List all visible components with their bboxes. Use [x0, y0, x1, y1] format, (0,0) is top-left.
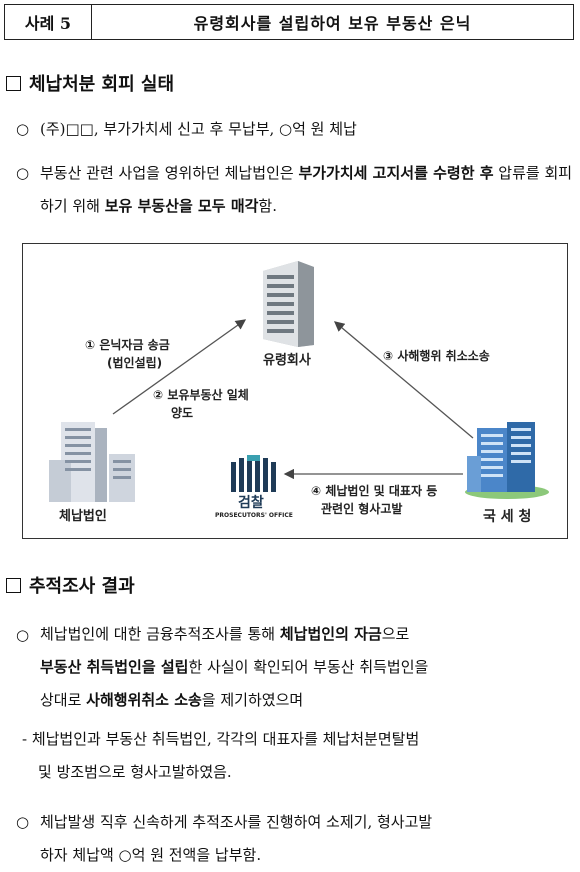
step1-sub-label: (법인설립) [107, 356, 163, 370]
circle-bullet-icon: ○ [16, 164, 30, 182]
case-header: 사례 5 유령회사를 설립하여 보유 부동산 은닉 [4, 4, 574, 40]
circle-bullet-icon: ○ [16, 813, 30, 831]
result-item-1: 체납법인에 대한 금융추적조사를 통해 체납법인의 자금으로 부동산 취득법인을… [40, 625, 429, 709]
step4-sub-label: 관련인 형사고발 [321, 502, 403, 516]
delinquent-corp-label: 체납법인 [59, 509, 107, 524]
nts-label: 국 세 청 [483, 509, 532, 525]
step2-label: ② 보유부동산 일체 [153, 388, 249, 402]
result-item-2: 체납발생 직후 신속하게 추적조사를 진행하여 소제기, 형사고발 하자 체납액… [40, 813, 433, 864]
prosecution-logo-icon [231, 455, 276, 492]
square-bullet-icon [6, 76, 21, 91]
scheme-diagram: 유령회사 ① 은닉자금 송금 (법인설립) ② 보유부동산 일체 양도 ③ 사해… [22, 243, 568, 539]
step2-sub-label: 양도 [171, 406, 194, 420]
section-heading-results: 추적조사 결과 [6, 572, 135, 598]
circle-bullet-icon: ○ [16, 626, 30, 644]
arrow-to-ghost-company [112, 319, 247, 415]
diagram-arrows [112, 319, 474, 480]
section-heading-evasion: 체납처분 회피 실태 [6, 70, 174, 96]
result-subitem: - 체납법인과 부동산 취득법인, 각각의 대표자를 체납처분면탈범 및 방조범… [22, 730, 420, 781]
ghost-company-label: 유령회사 [263, 353, 311, 368]
evasion-item-2: 부동산 관련 사업을 영위하던 체납법인은 부가가치세 고지서를 수령한 후 압… [40, 164, 573, 215]
case-number: 사례 5 [5, 5, 92, 39]
nts-building-icon [465, 422, 549, 499]
evasion-item-1: (주)□□, 부가가치세 신고 후 무납부, ○억 원 체납 [40, 120, 357, 138]
arrow-lawsuit [334, 321, 474, 439]
prosecution-label: 검찰 [238, 495, 264, 511]
prosecution-sub-label: PROSECUTORS' OFFICE [215, 512, 293, 519]
step1-label: ① 은닉자금 송금 [85, 338, 170, 352]
case-title: 유령회사를 설립하여 보유 부동산 은닉 [193, 14, 472, 33]
circle-bullet-icon: ○ [16, 120, 30, 138]
step3-label: ③ 사해행위 취소소송 [383, 349, 490, 363]
delinquent-corp-building-icon [49, 422, 135, 502]
step4-label: ④ 체납법인 및 대표자 등 [311, 484, 438, 498]
square-bullet-icon [6, 578, 21, 593]
ghost-company-building-icon [263, 261, 314, 347]
